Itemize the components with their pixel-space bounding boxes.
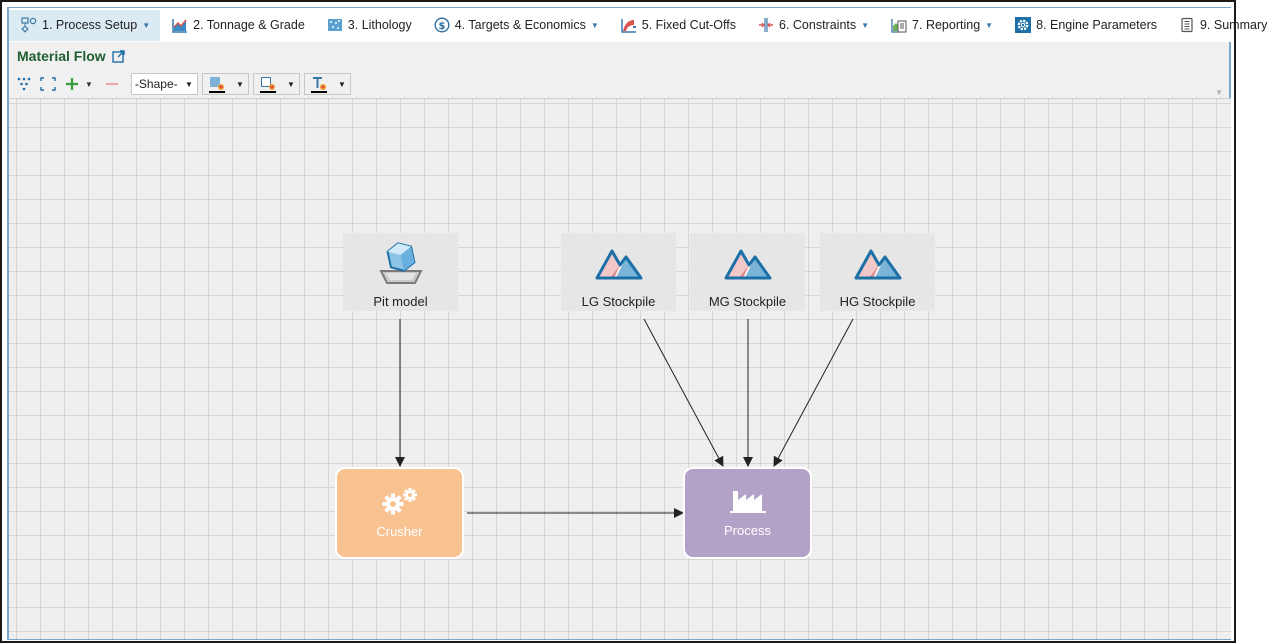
external-link-icon[interactable] [111, 49, 125, 63]
summary-icon [1179, 17, 1195, 33]
tab-fixed-cutoffs[interactable]: 5. Fixed Cut-Offs [609, 10, 746, 41]
fit-screen-icon [40, 77, 56, 91]
edges-layer [395, 318, 854, 518]
layout-tree-button[interactable] [15, 73, 33, 95]
fill-color-button[interactable]: ▼ [201, 73, 249, 95]
node-crusher[interactable]: Crusher [335, 467, 464, 559]
minus-icon [105, 82, 118, 86]
chevron-down-icon[interactable]: ▼ [142, 20, 151, 30]
gear-icon [1015, 17, 1032, 33]
tab-tonnage-grade[interactable]: 2. Tonnage & Grade [160, 10, 315, 41]
panel-title: Material Flow [17, 48, 125, 64]
shape-select-value: -Shape- [134, 77, 178, 91]
fit-to-screen-button[interactable] [39, 73, 57, 95]
fill-color-icon [208, 76, 225, 93]
tab-label: 8. Engine Parameters [1036, 18, 1157, 32]
chevron-down-icon[interactable]: ▼ [861, 20, 870, 30]
chevron-down-icon: ▼ [338, 79, 346, 89]
constraints-icon [758, 17, 774, 33]
tab-label: 3. Lithology [347, 18, 412, 32]
tab-engine-parameters[interactable]: 8. Engine Parameters [1003, 10, 1167, 41]
tab-label: 6. Constraints [779, 18, 857, 32]
node-lg-stockpile[interactable]: LG Stockpile [561, 233, 676, 311]
node-hg-stockpile[interactable]: HG Stockpile [820, 233, 935, 311]
tab-process-setup[interactable]: 1. Process Setup ▼ [9, 9, 161, 41]
material-flow-panel: 1. Process Setup ▼ 2. Tonnage & Grade 3.… [7, 7, 1267, 640]
panel-title-text: Material Flow [17, 48, 106, 64]
chevron-down-icon: ▼ [236, 79, 244, 89]
tab-label: 4. Targets & Economics [454, 18, 586, 32]
remove-node-button[interactable] [103, 73, 121, 95]
node-label: HG Stockpile [839, 294, 916, 309]
chevron-down-icon[interactable]: ▼ [985, 20, 994, 30]
svg-text:$: $ [438, 21, 445, 32]
node-label: LG Stockpile [581, 294, 656, 309]
reporting-icon [891, 17, 907, 33]
pit-model-icon [376, 239, 426, 287]
node-label: MG Stockpile [708, 294, 787, 309]
cutoff-icon [621, 17, 637, 33]
dollar-icon: $ [434, 17, 450, 33]
stockpile-icon [594, 239, 644, 287]
tab-label: 2. Tonnage & Grade [193, 18, 305, 32]
tab-label: 7. Reporting [912, 18, 981, 32]
line-color-icon [259, 76, 276, 93]
add-node-button[interactable] [63, 73, 81, 95]
add-node-dropdown[interactable]: ▼ [85, 79, 93, 89]
node-process[interactable]: Process [683, 467, 812, 559]
tab-targets-economics[interactable]: $ 4. Targets & Economics ▼ [422, 10, 609, 41]
chevron-down-icon: ▼ [185, 79, 193, 89]
shape-select[interactable]: -Shape- ▼ [130, 73, 198, 95]
process-setup-icon [21, 17, 37, 33]
factory-icon [728, 488, 768, 517]
line-color-button[interactable]: ▼ [252, 73, 300, 95]
diagram-canvas[interactable]: Pit model LG Stockpile [9, 98, 1231, 639]
hierarchy-icon [17, 77, 31, 91]
node-label: Process [724, 523, 771, 538]
node-mg-stockpile[interactable]: MG Stockpile [690, 233, 805, 311]
node-pit-model[interactable]: Pit model [343, 233, 458, 311]
tab-reporting[interactable]: 7. Reporting ▼ [879, 10, 1003, 41]
lithology-icon [327, 17, 343, 33]
text-color-button[interactable]: ▼ [303, 73, 351, 95]
gears-icon [379, 487, 421, 518]
node-label: Crusher [376, 524, 423, 539]
edge-hg-to-process[interactable] [773, 318, 854, 467]
plus-icon [66, 78, 78, 90]
chevron-down-icon: ▼ [287, 79, 295, 89]
node-label: Pit model [373, 294, 428, 309]
edge-lg-to-process[interactable] [643, 318, 724, 467]
tab-label: 5. Fixed Cut-Offs [641, 18, 736, 32]
text-color-icon [310, 76, 327, 93]
tab-label: 1. Process Setup [42, 18, 138, 32]
stockpile-icon [723, 239, 773, 287]
tab-lithology[interactable]: 3. Lithology [315, 10, 422, 41]
tab-summary[interactable]: 9. Summary [1167, 10, 1277, 41]
diagram-toolbar: ▼ -Shape- ▼ ▼ ▼ ▼ [15, 72, 355, 96]
workflow-tabbar: 1. Process Setup ▼ 2. Tonnage & Grade 3.… [9, 8, 1267, 42]
collapse-toolbar-icon[interactable]: ▼ [1215, 88, 1223, 97]
chevron-down-icon[interactable]: ▼ [590, 20, 599, 30]
tonnage-chart-icon [172, 17, 188, 33]
tab-constraints[interactable]: 6. Constraints ▼ [746, 10, 879, 41]
tab-label: 9. Summary [1199, 18, 1268, 32]
stockpile-icon [853, 239, 903, 287]
